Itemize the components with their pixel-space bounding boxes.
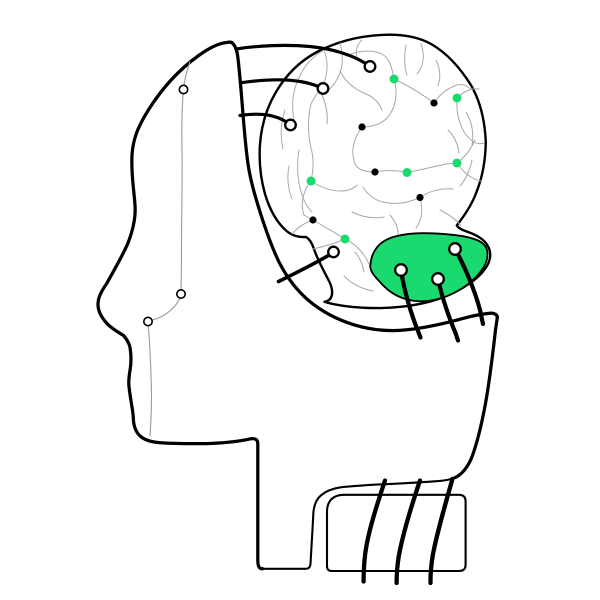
lobe-socket-3	[448, 242, 462, 256]
circuit-node-2	[176, 288, 187, 299]
brain-fold-40	[435, 59, 441, 87]
brain-fold-37	[459, 159, 473, 187]
green-dot-4	[402, 168, 412, 177]
brain-fold-7	[345, 50, 395, 80]
head-outline-face	[96, 40, 265, 571]
brain-fold-39	[354, 251, 365, 273]
black-dot-4	[416, 193, 424, 202]
brain-fold-29	[465, 111, 474, 147]
brain-fold-1	[292, 49, 325, 129]
head-outline-bust-bottom	[261, 476, 457, 570]
brain-fold-16	[352, 126, 376, 173]
black-dot-2	[358, 123, 366, 131]
brain-fold-34	[287, 165, 293, 200]
brain-fold-14	[404, 44, 408, 76]
circuit-node-1	[178, 84, 189, 95]
brain-fold-33	[280, 109, 286, 150]
green-dot-1	[389, 74, 399, 84]
brain-fold-9	[361, 78, 397, 128]
black-dot-1	[430, 99, 438, 107]
brain-fold-4	[308, 103, 314, 182]
neck-connector-plate	[325, 493, 467, 573]
brain-fold-2	[297, 149, 313, 213]
brain-fold-8	[339, 70, 383, 111]
brain-fold-35	[321, 94, 328, 125]
wire-socket-1	[363, 60, 377, 73]
neck-cable-2	[394, 478, 423, 586]
brain-fold-38	[351, 211, 385, 219]
brain-fold-32	[439, 209, 462, 227]
green-dot-3	[452, 158, 462, 168]
neck-cable-1	[361, 478, 388, 584]
circuit-node-3	[143, 316, 154, 327]
lobe-socket-2	[431, 272, 445, 286]
brain-fold-12	[456, 97, 485, 145]
wire-socket-2	[316, 82, 330, 95]
black-dot-3	[371, 168, 379, 176]
brain-wire-1	[235, 43, 372, 69]
wire-socket-4	[327, 245, 340, 259]
green-dot-5	[306, 176, 316, 186]
brain-fold-30	[343, 275, 374, 292]
brain-fold-23	[310, 180, 358, 192]
lobe-socket-1	[394, 263, 408, 277]
green-dot-2	[452, 93, 462, 103]
head-silhouette-fill	[98, 42, 498, 569]
brain-fold-15	[416, 43, 424, 75]
brain-fold-22	[362, 186, 421, 204]
brain-fold-36	[447, 129, 460, 154]
black-dot-5	[309, 216, 317, 224]
green-dot-6	[340, 234, 350, 244]
neck-cable-3	[428, 476, 455, 586]
brain-fold-11	[433, 84, 471, 104]
wire-socket-3	[284, 118, 297, 132]
